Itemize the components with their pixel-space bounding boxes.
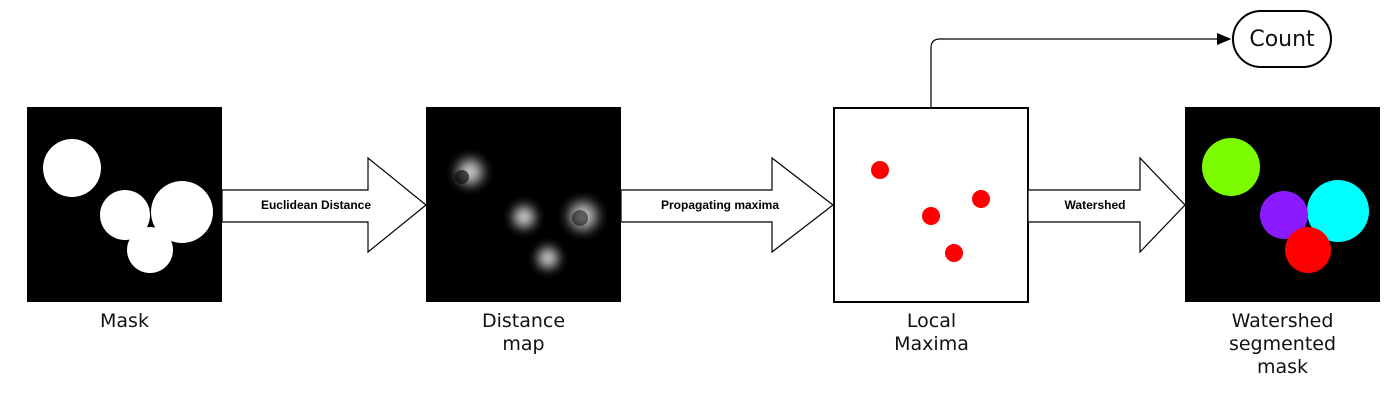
watershed-mask-caption: Watershed segmented mask: [1228, 310, 1337, 378]
mask-panel: [27, 107, 222, 302]
watershed-label: Watershed: [1064, 198, 1126, 212]
propagating-maxima-arrow: [620, 156, 834, 254]
segment-green: [1202, 138, 1260, 196]
watershed-mask-panel: [1185, 107, 1380, 302]
distance-map-panel: [426, 107, 621, 302]
segment-red: [1285, 227, 1331, 273]
local-maxima-caption: Local Maxima: [894, 310, 969, 355]
distance-map-caption: Distance map: [481, 310, 566, 355]
maxima-point: [972, 190, 990, 208]
local-maxima-panel: [833, 107, 1029, 303]
segment-cyan: [1307, 180, 1369, 242]
euclidean-distance-arrow: [221, 156, 427, 254]
propagating-maxima-label: Propagating maxima: [660, 198, 780, 212]
maxima-point: [922, 207, 940, 225]
maxima-point: [945, 244, 963, 262]
watershed-arrow: [1027, 156, 1186, 254]
maxima-point: [871, 161, 889, 179]
segment-purple: [1260, 191, 1308, 239]
mask-caption: Mask: [100, 310, 149, 332]
count-connector: [930, 33, 1232, 108]
euclidean-distance-label: Euclidean Distance: [260, 198, 372, 212]
count-node: Count: [1232, 10, 1332, 68]
